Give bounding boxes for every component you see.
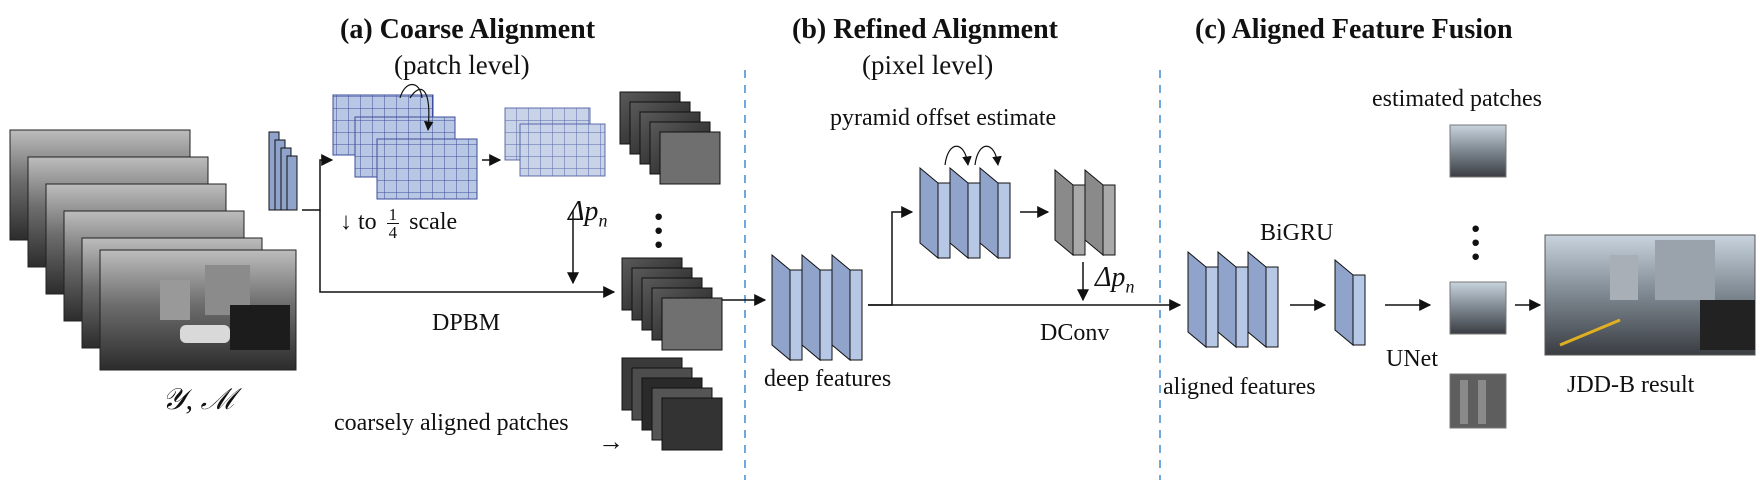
coarse-patches-arrow: →	[598, 427, 624, 456]
arrow-to-offset-estimate	[868, 206, 914, 306]
delta-p-label-2: Δpn	[1095, 262, 1135, 297]
deep-features-stack	[771, 253, 863, 362]
patch-grid-stack	[332, 83, 478, 200]
vertical-ellipsis-2: ···	[1469, 206, 1483, 279]
input-label: 𝒴, ℳ	[162, 383, 235, 416]
deep-features-label: deep features	[764, 366, 892, 392]
aligned-features-stack	[1187, 250, 1279, 349]
arrow-dpbm-path	[319, 210, 616, 298]
section-b-subtitle: (pixel level)	[862, 50, 994, 80]
encoder-feature-stack	[268, 131, 298, 211]
unet-block	[1334, 258, 1366, 347]
section-c-title: (c) Aligned Feature Fusion	[1195, 14, 1513, 45]
pyramid-label: pyramid offset estimate	[830, 105, 1057, 131]
dconv-label: DConv	[1040, 320, 1110, 346]
input-burst-frames	[9, 129, 297, 371]
delta-p-label-1: Δpn	[568, 196, 608, 231]
aligned-features-label: aligned features	[1163, 374, 1316, 400]
pyramid-offset-stack	[919, 145, 1011, 260]
coarse-patches-label: coarsely aligned patches	[334, 410, 569, 436]
coarse-patch-stack	[621, 257, 723, 351]
vertical-ellipsis-1: ···	[652, 194, 666, 267]
scale-prefix: ↓ to	[340, 209, 377, 236]
section-b-title: (b) Refined Alignment	[792, 14, 1058, 45]
coarse-patch-stack-bottom	[621, 357, 723, 451]
dpbm-label: DPBM	[432, 310, 501, 336]
section-a-title: (a) Coarse Alignment	[340, 14, 596, 45]
bigru-label: BiGRU	[1260, 220, 1334, 246]
result-image	[1544, 234, 1756, 356]
estimated-patches-label: estimated patches	[1372, 86, 1542, 112]
quarter-scale-grid-stack	[504, 107, 606, 177]
section-a-subtitle: (patch level)	[394, 50, 530, 80]
scale-suffix: scale	[409, 209, 458, 236]
estimated-patches	[1449, 124, 1507, 429]
result-label: JDD-B result	[1567, 372, 1695, 398]
offset-output-stack	[1054, 168, 1116, 257]
offset-patch-stack	[619, 91, 721, 185]
unet-label: UNet	[1386, 346, 1438, 372]
arrow-to-patch-grid	[302, 154, 334, 211]
